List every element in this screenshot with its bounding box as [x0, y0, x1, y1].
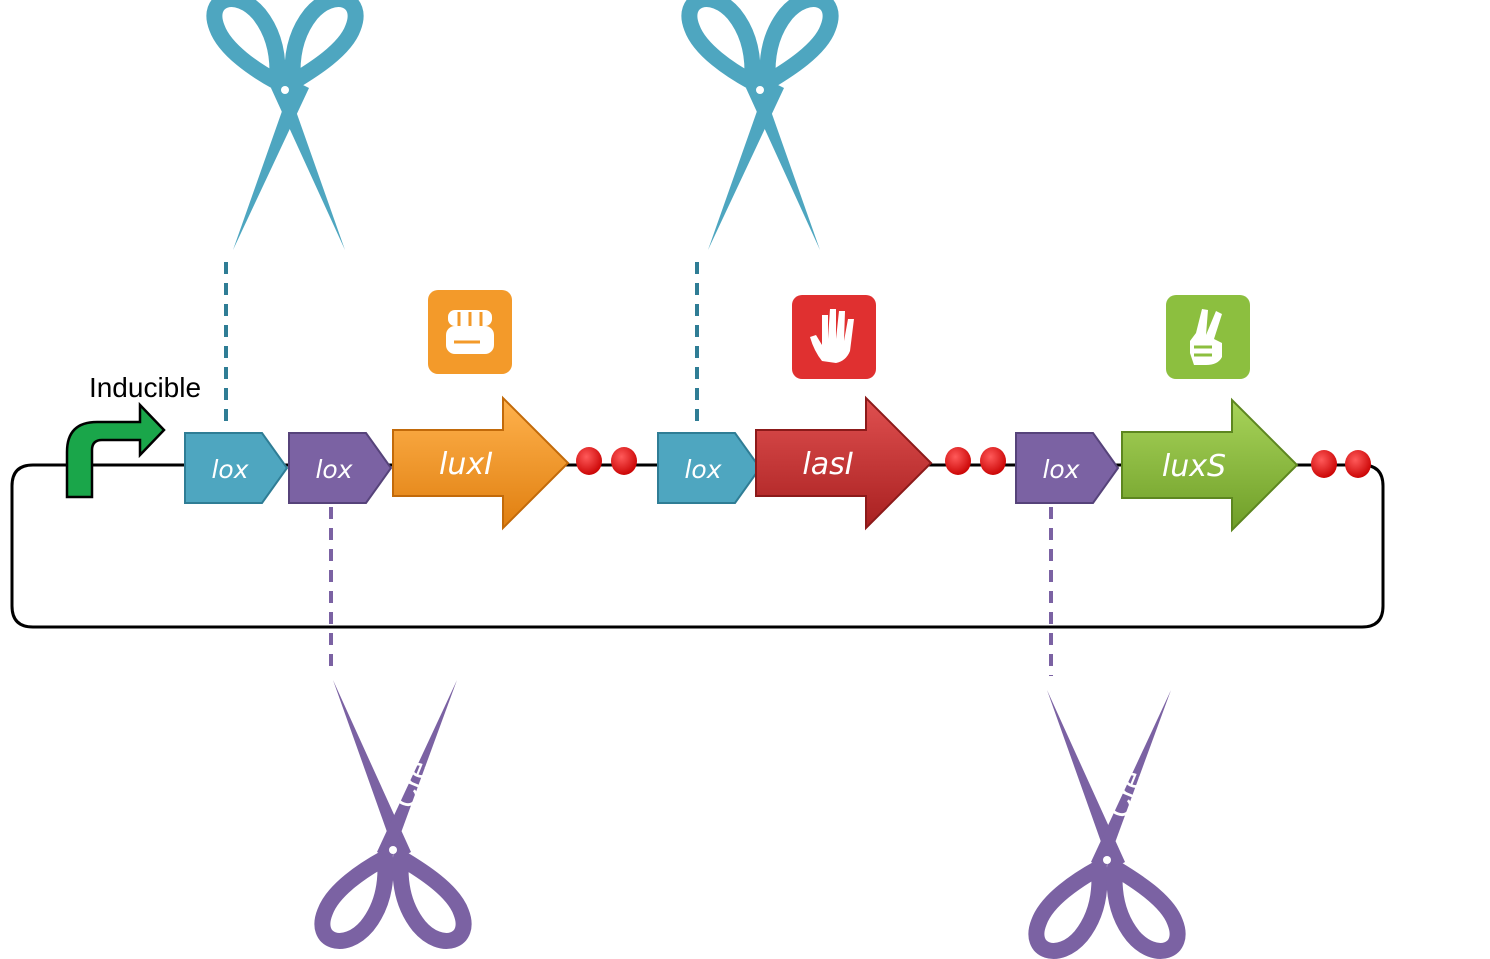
cre-scissors-2: Cre	[681, 0, 839, 250]
lox-label-2: lox	[315, 455, 352, 484]
lox-label-3: lox	[684, 455, 721, 484]
cre-label-3: Cre	[388, 756, 437, 813]
paper-hand-icon	[792, 295, 876, 379]
gene-label-lasI: lasI	[802, 447, 853, 482]
cre-scissors-3: Cre	[314, 680, 472, 949]
gene-luxS: luxS	[1121, 397, 1299, 533]
lox-label-1: lox	[211, 455, 248, 484]
gene-luxI: luxI	[392, 395, 570, 531]
inducible-promoter: Inducible	[65, 372, 201, 499]
terminator-1	[576, 447, 637, 475]
cre-scissors-4: Cre	[1028, 690, 1186, 959]
cre-label-1: Cre	[222, 138, 271, 195]
cre-label-4: Cre	[1102, 766, 1151, 823]
lox-site-4: lox	[1015, 432, 1120, 504]
gene-lasI: lasI	[755, 395, 933, 531]
rock-fist-icon	[428, 290, 512, 374]
gene-label-luxI: luxI	[439, 447, 493, 482]
terminator-2	[945, 447, 1006, 475]
promoter-arrow-icon	[65, 401, 166, 499]
scissors-peace-icon	[1166, 295, 1250, 379]
cre-scissors-1: Cre	[206, 0, 364, 250]
cre-label-2: Cre	[697, 138, 746, 195]
lox-site-3: lox	[657, 432, 762, 504]
lox-label-4: lox	[1042, 455, 1079, 484]
gene-label-luxS: luxS	[1162, 449, 1226, 484]
lox-site-1: lox	[184, 432, 289, 504]
plasmid-backbone	[10, 463, 1385, 629]
lox-site-2: lox	[288, 432, 393, 504]
promoter-label: Inducible	[89, 372, 201, 403]
terminator-3	[1311, 450, 1371, 478]
